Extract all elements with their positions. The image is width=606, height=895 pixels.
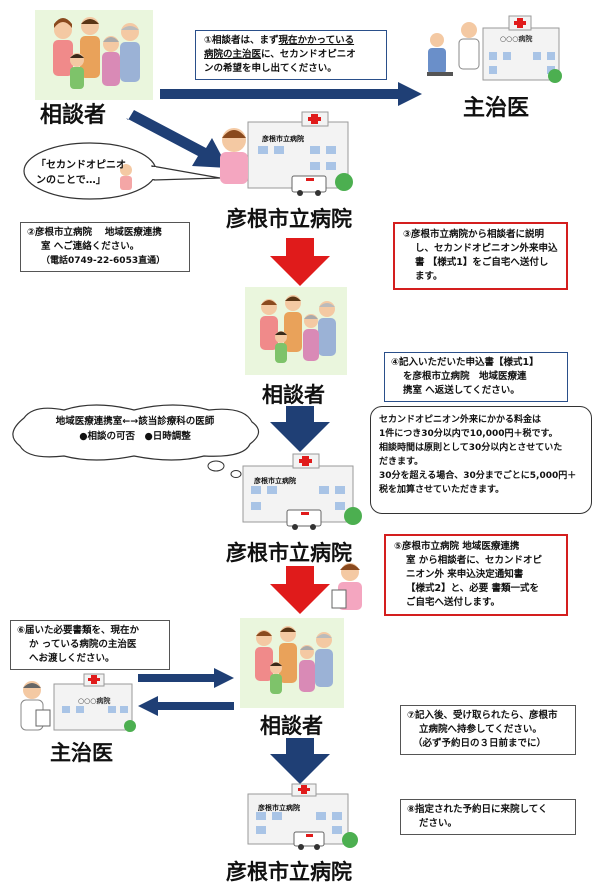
step-4-box: ④記入いただいた申込書【様式1】 を彦根市立病院 地域医療連 携室 へ返送してく… — [384, 352, 568, 402]
speech-line-1: 「セカンドオピニオ — [36, 160, 126, 171]
step-7-line-1: ⑦記入後、受け取られたら、彦根市 — [407, 710, 558, 721]
fee-line-1: セカンドオピニオン外来にかかる料金は — [379, 415, 542, 425]
step-5-line-1: ⑤彦根市立病院 地域医療連携 — [394, 541, 520, 552]
step-2-line-2: 室 へご連絡ください。 — [41, 241, 140, 252]
step-1-box: ①相談者は、まず現在かかっている 病院の主治医に、セカンドオピニオ ンの希望を申… — [195, 30, 387, 80]
step-6-line-1: ⑥届いた必要書類を、現在か — [17, 625, 140, 636]
step-5-line-5: ご自宅へ送付します。 — [406, 597, 501, 608]
hospital-sign-2: 彦根市立病院 — [254, 477, 296, 485]
fee-info-box: セカンドオピニオン外来にかかる料金は 1件につき30分以内で10,000円＋税で… — [370, 406, 592, 514]
step-5-line-2: 室 から相談者に、セカンドオピ — [406, 555, 543, 566]
family-icon-3 — [240, 618, 344, 708]
step-4-line-2: を彦根市立病院 地域医療連 — [403, 371, 527, 382]
nurse-icon — [331, 563, 362, 610]
step-3-line-2: し、セカンドオピニオン外来申込 — [415, 243, 558, 254]
step-8-box: ⑧指定された予約日に来院してく ださい。 — [400, 799, 576, 835]
step-1-text-e: ンの希望を申し出てください。 — [204, 63, 337, 74]
family-icon — [35, 10, 153, 100]
step-8-line-2: ださい。 — [419, 818, 458, 829]
speech-bubble-text: 「セカンドオピニオ ンのことで…」 — [36, 158, 126, 188]
arrow-down-red-1 — [270, 238, 330, 286]
step-1-text-b: 現在かかっている — [278, 35, 355, 46]
hospital-label-2: 彦根市立病院 — [226, 541, 352, 565]
clinic-sign-2: ○○○病院 — [78, 697, 111, 705]
step-1-text-c: 病院の主治医 — [204, 49, 262, 60]
step-7-line-2: 立病院へ持参してください。 — [419, 724, 542, 735]
step-7-box: ⑦記入後、受け取られたら、彦根市 立病院へ持参してください。 （必ず予約日の３日… — [400, 705, 576, 755]
step-5-box: ⑤彦根市立病院 地域医療連携 室 から相談者に、セカンドオピ ニオン外 来申込決… — [384, 534, 568, 616]
step-6-line-3: へお渡しください。 — [29, 653, 115, 664]
hospital-icon-2 — [242, 453, 362, 530]
fee-line-5: 30分を超える場合、30分までごとに5,000円＋ — [379, 471, 577, 481]
hospital-sign-3: 彦根市立病院 — [258, 804, 300, 812]
step-1-text-d: に、セカンドオピニオ — [261, 49, 356, 60]
thought-bubble — [12, 404, 260, 478]
step-5-line-4: 【様式2】と、必要 書類一式を — [406, 583, 540, 594]
arrow-down-red-2 — [270, 566, 330, 614]
primary-doctor-label-1: 主治医 — [463, 96, 530, 121]
thought-line-2: ●相談の可否 ●日時調整 — [79, 431, 191, 442]
primary-doctor-label-2: 主治医 — [50, 741, 113, 765]
fee-line-2: 1件につき30分以内で10,000円＋税です。 — [379, 429, 558, 439]
fee-line-4: だきます。 — [379, 457, 424, 467]
step-2-line-1: ②彦根市立病院 地域医療連携 — [27, 227, 162, 238]
doctor-clinic-icon-2 — [20, 673, 136, 732]
fee-line-3: 相談時間は原則として30分以内とさせていた — [379, 443, 563, 453]
consultant-label-2: 相談者 — [262, 383, 325, 407]
step-3-line-4: ます。 — [415, 271, 443, 282]
arrow-diagonal — [126, 110, 228, 168]
speech-line-2: ンのことで…」 — [36, 175, 106, 186]
consultant-label-3: 相談者 — [260, 714, 323, 738]
clinic-sign-1: ○○○病院 — [500, 35, 533, 43]
arrow-left-1 — [138, 696, 234, 716]
step-3-line-1: ③彦根市立病院から相談者に説明 — [403, 229, 545, 240]
hospital-icon-3 — [247, 783, 358, 850]
thought-line-1: 地域医療連携室←→該当診療科の医師 — [55, 416, 215, 427]
hospital-label-3: 彦根市立病院 — [226, 860, 352, 884]
step-5-line-3: ニオン外 来申込決定通知書 — [406, 569, 524, 580]
hospital-label-1: 彦根市立病院 — [226, 207, 352, 231]
step-6-line-2: か っている病院の主治医 — [29, 639, 137, 650]
arrow-right-1 — [160, 82, 422, 106]
fee-line-6: 税を加算させていただきます。 — [379, 485, 505, 495]
step-2-line-3: （電話0749-22-6053直通） — [41, 256, 166, 266]
consultant-label-1: 相談者 — [40, 103, 107, 128]
arrow-down-navy-1 — [270, 406, 330, 452]
hospital-reception-icon — [220, 111, 353, 196]
family-icon-2 — [245, 287, 347, 375]
step-8-line-1: ⑧指定された予約日に来院してく — [407, 804, 548, 815]
arrow-down-navy-2 — [270, 738, 330, 784]
step-4-line-1: ④記入いただいた申込書【様式1】 — [391, 357, 539, 368]
hospital-sign-1: 彦根市立病院 — [262, 135, 304, 143]
step-3-box: ③彦根市立病院から相談者に説明 し、セカンドオピニオン外来申込 書 【様式1】を… — [393, 222, 568, 290]
step-1-text-a: ①相談者は、まず — [204, 35, 279, 46]
doctor-clinic-icon — [427, 15, 562, 83]
arrow-right-2 — [138, 668, 234, 688]
thought-bubble-text: 地域医療連携室←→該当診療科の医師 ●相談の可否 ●日時調整 — [20, 414, 250, 444]
step-4-line-3: 携室 へ返送してください。 — [403, 385, 520, 396]
step-2-box: ②彦根市立病院 地域医療連携 室 へご連絡ください。 （電話0749-22-60… — [20, 222, 190, 272]
step-7-line-3: （必ず予約日の３日前までに） — [413, 738, 547, 749]
step-3-line-3: 書 【様式1】をご自宅へ送付し — [415, 257, 549, 268]
step-6-box: ⑥届いた必要書類を、現在か か っている病院の主治医 へお渡しください。 — [10, 620, 170, 670]
speech-bubble — [23, 142, 221, 200]
